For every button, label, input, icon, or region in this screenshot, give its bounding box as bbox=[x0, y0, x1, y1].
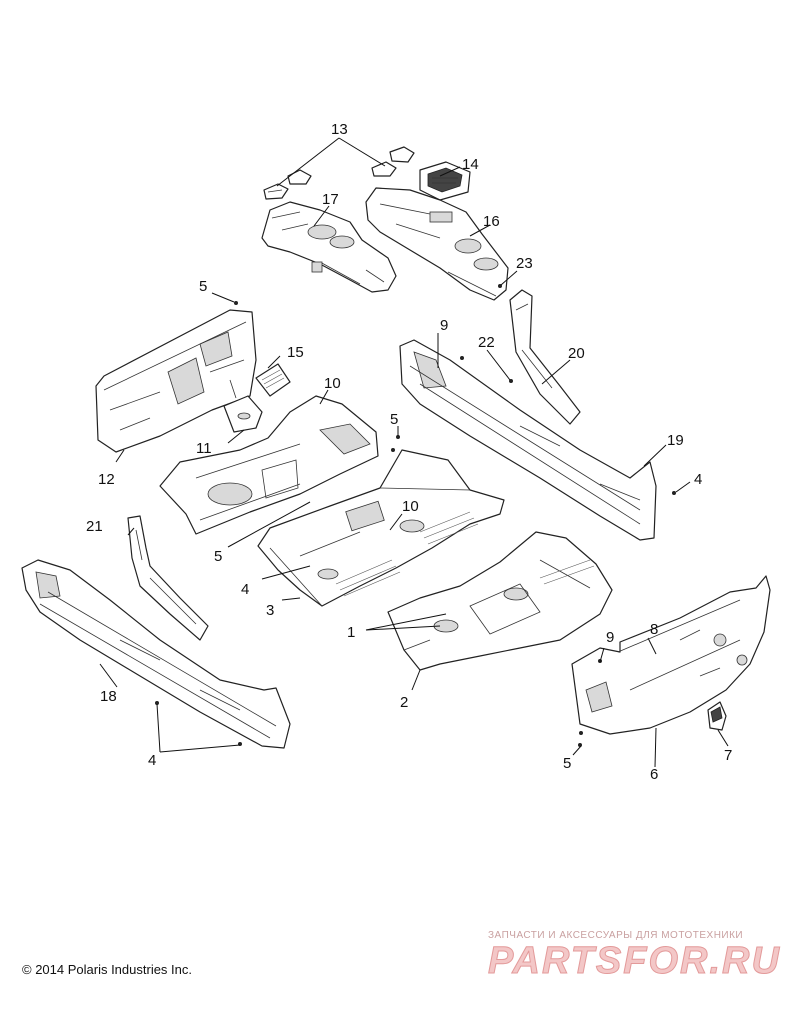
watermark-subtitle: ЗАПЧАСТИ И АКСЕССУАРЫ ДЛЯ МОТОТЕХНИКИ bbox=[488, 930, 744, 941]
callout-3: 3 bbox=[266, 602, 274, 619]
part-18-right-rocker bbox=[399, 339, 657, 541]
callout-4-right: 4 bbox=[694, 471, 702, 488]
part-2-rear-pan bbox=[387, 531, 613, 671]
part-6-rear-bulkhead bbox=[571, 575, 771, 735]
part-13-plate bbox=[255, 363, 291, 397]
callout-10-lower: 10 bbox=[402, 498, 419, 515]
callout-7: 7 bbox=[724, 747, 732, 764]
callout-22: 22 bbox=[478, 334, 495, 351]
callout-23: 23 bbox=[516, 255, 533, 272]
part-3-floor-pan bbox=[257, 449, 505, 607]
part-11-cover bbox=[223, 395, 263, 433]
callout-8: 8 bbox=[650, 621, 658, 638]
watermark-brand: PARTSFOR.RU bbox=[488, 940, 781, 983]
callout-6: 6 bbox=[650, 766, 658, 783]
leader-lines bbox=[99, 137, 729, 768]
callout-18: 19 bbox=[667, 432, 684, 449]
part-7-bracket bbox=[707, 701, 727, 731]
callout-5-center: 5 bbox=[390, 411, 398, 428]
callout-4-center: 4 bbox=[241, 581, 249, 598]
callout-5-top: 5 bbox=[199, 278, 207, 295]
callout-15: 13 bbox=[331, 121, 348, 138]
part-16-console bbox=[365, 187, 509, 301]
callout-labels: 13 14 17 16 23 5 15 9 22 20 10 5 11 19 1… bbox=[86, 121, 732, 783]
part-10-upper-tub bbox=[159, 395, 379, 535]
watermark-logo: ЗАПЧАСТИ И АКСЕССУАРЫ ДЛЯ МОТОТЕХНИКИ PA… bbox=[488, 930, 788, 992]
part-14-boot bbox=[419, 161, 471, 201]
callout-10-upper: 10 bbox=[324, 375, 341, 392]
callout-11: 11 bbox=[196, 440, 212, 457]
callout-21: 21 bbox=[86, 518, 103, 535]
part-17-console bbox=[261, 201, 397, 293]
callout-1: 1 bbox=[347, 624, 355, 641]
callout-19: 18 bbox=[100, 688, 117, 705]
callout-9-right: 9 bbox=[440, 317, 448, 334]
callout-13: 15 bbox=[287, 344, 304, 361]
part-21-left-pillar bbox=[127, 515, 209, 641]
callout-14: 14 bbox=[462, 156, 479, 173]
callout-5-left: 5 bbox=[214, 548, 222, 565]
part-12-panel bbox=[95, 309, 257, 453]
callout-12: 12 bbox=[98, 471, 115, 488]
copyright-notice: © 2014 Polaris Industries Inc. bbox=[22, 962, 192, 977]
callout-16: 16 bbox=[483, 213, 500, 230]
part-19-left-rocker bbox=[21, 559, 291, 749]
callout-9-lower: 9 bbox=[606, 629, 614, 646]
part-20-right-pillar bbox=[509, 289, 581, 425]
callout-17: 17 bbox=[322, 191, 339, 208]
callout-20: 20 bbox=[568, 345, 585, 362]
callout-4-left: 4 bbox=[148, 752, 156, 769]
callout-2: 2 bbox=[400, 694, 408, 711]
callout-5-right: 5 bbox=[563, 755, 571, 772]
